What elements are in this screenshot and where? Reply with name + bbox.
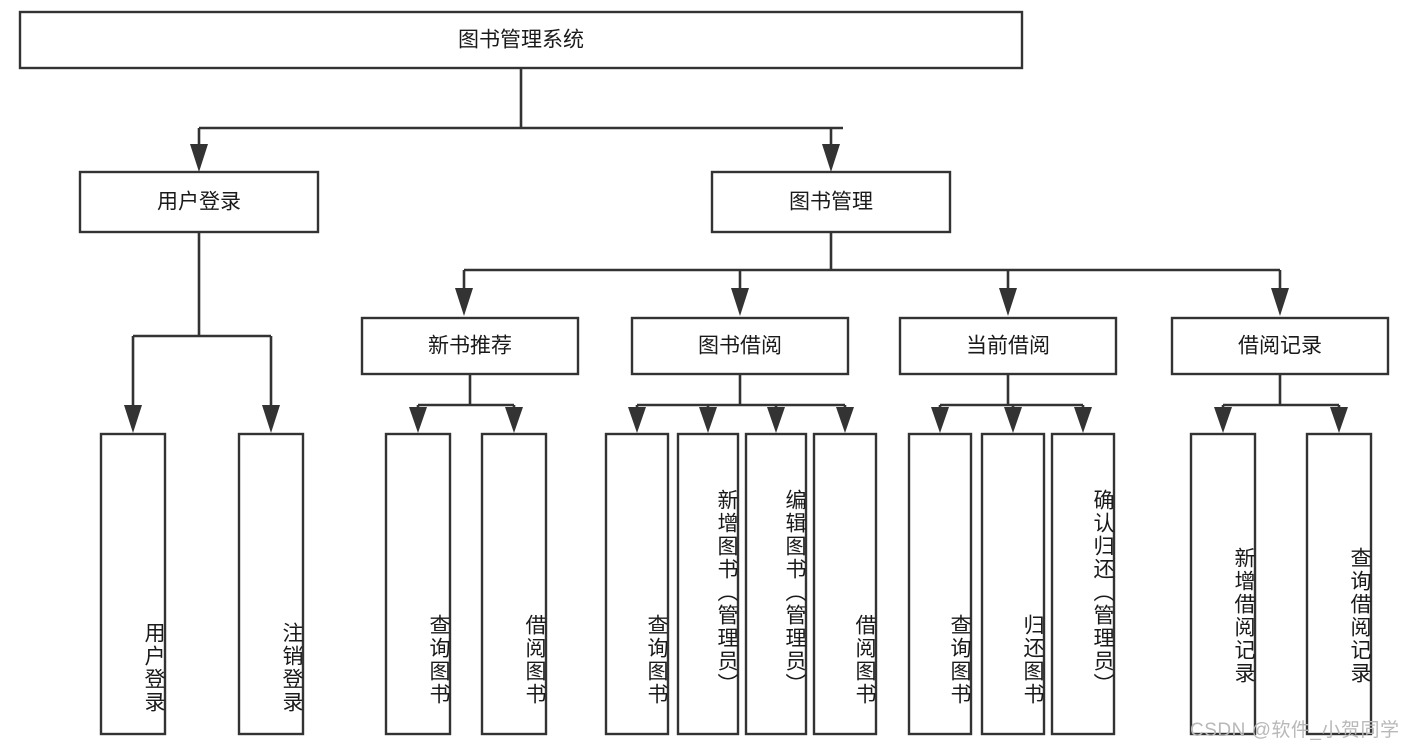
node-leaf-query-book-3[interactable]	[907, 432, 973, 736]
connector-user-login-to-leaves	[124, 232, 280, 433]
node-root-label: 图书管理系统	[458, 29, 584, 52]
node-book-borrow-label: 图书借阅	[698, 335, 782, 358]
node-borrow-record[interactable]: 借阅记录	[1170, 316, 1390, 376]
node-current-borrow-label: 当前借阅	[966, 335, 1050, 358]
node-user-login-label: 用户登录	[157, 191, 241, 214]
node-new-book-recommend[interactable]: 新书推荐	[360, 316, 580, 376]
node-book-manage[interactable]: 图书管理	[710, 170, 952, 234]
connector-current-borrow-to-leaves	[931, 374, 1092, 433]
node-user-login[interactable]: 用户登录	[78, 170, 320, 234]
leaf-boxes	[99, 432, 1373, 736]
csdn-watermark: CSDN @软件_小贺同学	[1190, 720, 1400, 741]
node-root[interactable]: 图书管理系统	[18, 10, 1024, 70]
node-borrow-record-label: 借阅记录	[1238, 335, 1322, 358]
connector-book-borrow-to-leaves	[628, 374, 854, 433]
connector-root-to-level2	[190, 68, 843, 172]
node-leaf-query-book-1[interactable]	[384, 432, 452, 736]
node-leaf-query-record[interactable]	[1305, 432, 1373, 736]
node-new-book-recommend-label: 新书推荐	[428, 335, 512, 358]
node-leaf-add-record[interactable]	[1189, 432, 1257, 736]
node-current-borrow[interactable]: 当前借阅	[898, 316, 1118, 376]
node-leaf-borrow-book-2[interactable]	[812, 432, 878, 736]
node-book-manage-label: 图书管理	[789, 191, 873, 214]
node-leaf-query-book-2[interactable]	[604, 432, 670, 736]
node-book-borrow[interactable]: 图书借阅	[630, 316, 850, 376]
node-leaf-borrow-book-1[interactable]	[480, 432, 548, 736]
connector-borrow-record-to-leaves	[1214, 374, 1348, 433]
node-leaf-edit-book[interactable]	[744, 432, 808, 736]
node-leaf-return-book[interactable]	[980, 432, 1046, 736]
node-leaf-confirm-return[interactable]	[1050, 432, 1116, 736]
node-leaf-add-book[interactable]	[676, 432, 740, 736]
connector-new-book-recommend-to-leaves	[409, 374, 523, 433]
connector-book-manage-to-level3	[455, 232, 1289, 316]
node-leaf-user-logout[interactable]	[237, 432, 305, 736]
node-leaf-user-login[interactable]	[99, 432, 167, 736]
